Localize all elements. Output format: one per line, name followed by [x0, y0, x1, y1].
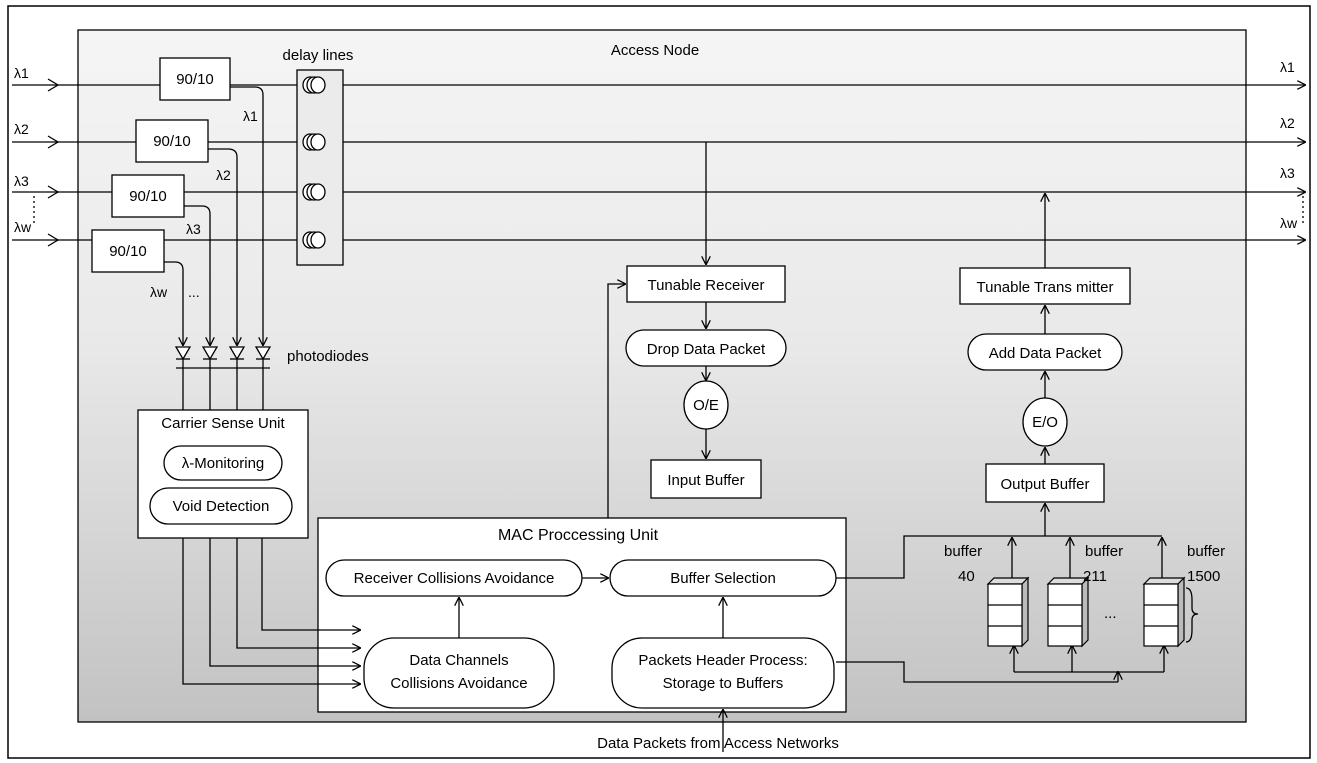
mac-arrows: [459, 578, 723, 752]
tunable-receiver-label: Tunable Receiver: [647, 277, 764, 294]
input-lambda3: λ3: [14, 173, 29, 189]
splitter-lambda1: [159, 57, 231, 101]
delay-coil-icon: [302, 183, 326, 201]
splitter-lambdaw: [91, 229, 165, 273]
oe-label: O/E: [693, 397, 719, 414]
csu-connections: [182, 538, 360, 684]
splitter-lambda2: [135, 119, 209, 163]
input-lambda2: λ2: [14, 121, 29, 137]
splitter-label: 90/10: [153, 133, 191, 150]
photodiodes: photodiodes: [174, 346, 369, 410]
buffer-stack-icon: [986, 576, 1030, 648]
output-lambda1: λ1: [1280, 59, 1295, 75]
buffer-selection-label: Buffer Selection: [670, 570, 776, 587]
splitter-lambda3: [111, 174, 185, 218]
buffer-label: buffer: [1187, 543, 1225, 560]
delay-lines: delay lines: [283, 47, 354, 266]
buffer-size: 1500: [1187, 568, 1220, 585]
buffer-label: buffer: [1085, 543, 1123, 560]
access-node-title: Access Node: [611, 42, 699, 59]
output-lambda3: λ3: [1280, 165, 1295, 181]
add-packet-label: Add Data Packet: [989, 345, 1102, 362]
mac-processing-unit: MAC Proccessing Unit Receiver Collisions…: [317, 517, 847, 713]
input-wavelength-labels: λ1 λ2 λ3 λw: [14, 65, 32, 235]
output-lambdaw: λw: [1280, 215, 1298, 231]
delay-coil-icon: [302, 76, 326, 94]
buffer-label: buffer: [944, 543, 982, 560]
tap-lambda3: λ3: [186, 221, 201, 237]
output-lambda2: λ2: [1280, 115, 1295, 131]
receive-path: Tunable Receiver Drop Data Packet O/E In…: [607, 142, 787, 518]
receiver-collisions-label: Receiver Collisions Avoidance: [354, 570, 555, 587]
data-channels-label: Data Channels: [409, 652, 508, 669]
collisions-avoidance-label: Collisions Avoidance: [390, 675, 527, 692]
splitters: 90/10 90/10 90/10 90/10: [91, 57, 231, 273]
tap-lambda1: λ1: [243, 108, 258, 124]
input-lambda1: λ1: [14, 65, 29, 81]
header-process-label: Packets Header Process:: [638, 652, 807, 669]
delay-lines-label: delay lines: [283, 47, 354, 64]
input-lambdaw: λw: [14, 219, 32, 235]
splitter-label: 90/10: [109, 243, 147, 260]
mac-unit-title: MAC Proccessing Unit: [498, 527, 659, 544]
drop-packet-label: Drop Data Packet: [647, 341, 766, 358]
buffer-ellipsis: ...: [1104, 605, 1117, 622]
output-wavelength-labels: λ1 λ2 λ3 λw: [1280, 59, 1298, 231]
delay-coil-icon: [302, 133, 326, 151]
photodiodes-label: photodiodes: [287, 348, 369, 365]
tap-ellipsis: ...: [188, 284, 200, 300]
data-packets-source-label: Data Packets from Access Networks: [597, 735, 839, 752]
splitter-label: 90/10: [176, 71, 214, 88]
delay-coil-icon: [302, 231, 326, 249]
tunable-transmitter-label: Tunable Trans mitter: [977, 279, 1114, 296]
monitoring-label: λ-Monitoring: [182, 455, 265, 472]
buffer-size: 40: [958, 568, 975, 585]
buffer-size: 211: [1083, 568, 1107, 585]
buffer-labels: buffer 40 buffer 211 buffer 1500 ...: [944, 543, 1225, 622]
splitter-label: 90/10: [129, 188, 167, 205]
void-detection-label: Void Detection: [173, 498, 270, 515]
transmit-path: Tunable Trans mitter Add Data Packet E/O…: [959, 194, 1131, 536]
eo-label: E/O: [1032, 414, 1058, 431]
carrier-sense-unit: Carrier Sense Unit λ-Monitoring Void Det…: [137, 409, 309, 539]
carrier-sense-unit-title: Carrier Sense Unit: [161, 415, 285, 432]
tap-labels: λ1 λ2 λ3 λw ...: [150, 108, 258, 300]
tap-lines: [164, 86, 263, 345]
storage-to-buffers-label: Storage to Buffers: [663, 675, 784, 692]
output-buffer-label: Output Buffer: [1001, 476, 1090, 493]
tap-lambda2: λ2: [216, 167, 231, 183]
buffer-stack-icon: [1142, 576, 1199, 648]
input-buffer-label: Input Buffer: [667, 472, 744, 489]
tap-lambdaw: λw: [150, 284, 168, 300]
buffer-stack-icon: [1046, 576, 1090, 648]
buffer-bus: [836, 535, 1164, 683]
